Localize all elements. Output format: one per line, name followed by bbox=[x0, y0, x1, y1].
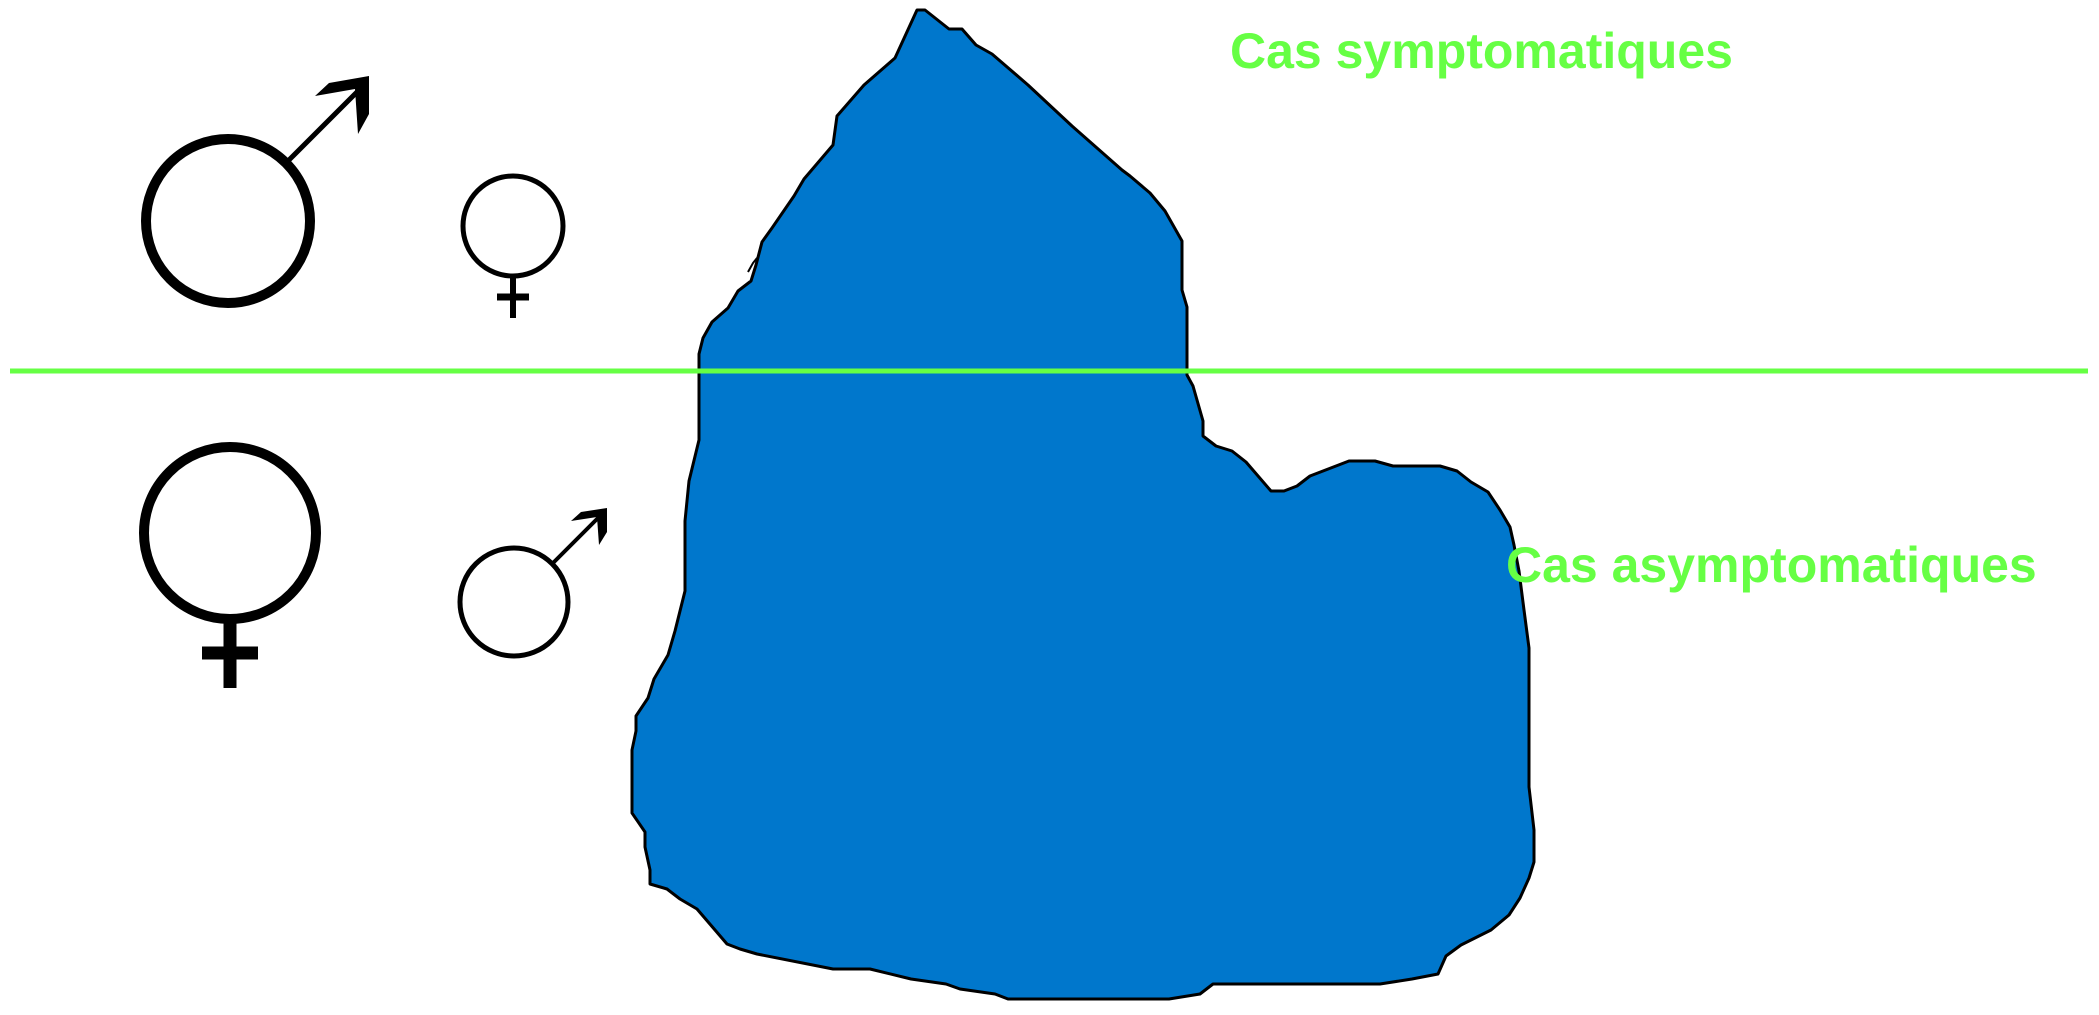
label-symptomatic-cases: Cas symptomatiques bbox=[1230, 26, 1733, 76]
male-symbol-small bbox=[460, 508, 607, 656]
female-symbol-large bbox=[144, 447, 316, 688]
male-symbol-small-shaft bbox=[552, 518, 598, 564]
male-symbol-large-ring bbox=[146, 139, 310, 303]
female-symbol-small-ring bbox=[463, 176, 563, 276]
iceberg-shape bbox=[632, 10, 1534, 999]
female-symbol-large-ring bbox=[144, 447, 316, 619]
male-symbol-large bbox=[146, 76, 369, 303]
male-symbol-large-shaft bbox=[287, 90, 359, 162]
male-symbol-small-ring bbox=[460, 548, 568, 656]
label-asymptomatic-cases: Cas asymptomatiques bbox=[1506, 540, 2037, 590]
female-symbol-small bbox=[463, 176, 563, 318]
